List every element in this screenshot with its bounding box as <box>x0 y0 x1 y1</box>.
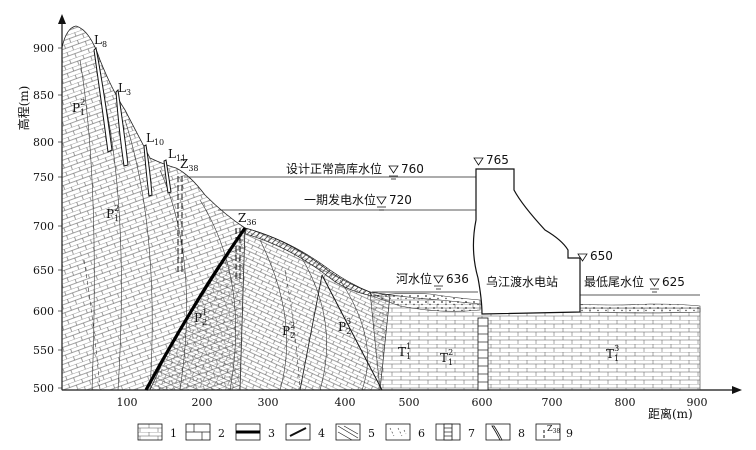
x-tick-100: 100 <box>117 396 138 409</box>
river-alluvium <box>371 293 481 312</box>
y-tick-500: 500 <box>33 382 54 395</box>
phase1-level-text: 一期发电水位 <box>304 192 376 207</box>
y-tick-850: 850 <box>33 89 54 102</box>
stratum-label: P23 <box>338 317 351 336</box>
borehole-label-z36: Z36 <box>238 211 257 227</box>
karst-cave-l10 <box>143 144 153 197</box>
y-axis-label: 高程(m) <box>16 86 31 131</box>
legend-label: 7 <box>468 427 475 440</box>
karst-cave-l11 <box>163 159 172 194</box>
stratum-label: T12 <box>440 348 453 367</box>
boreholes: Z38 Z36 <box>177 157 257 282</box>
stratum-label: P12 <box>72 98 85 117</box>
y-tick-700: 700 <box>33 220 54 233</box>
y-tick-group <box>58 47 62 389</box>
x-tick-500: 500 <box>399 396 420 409</box>
karst-caves: L8 L3 L10 L11 <box>93 33 186 197</box>
tail-level-value: 625 <box>662 275 685 289</box>
grout-curtain <box>477 317 489 391</box>
tail-level-text: 最低尾水位 <box>584 274 644 289</box>
water-level-icon <box>376 196 387 211</box>
stratum-label: P12 <box>106 204 119 223</box>
legend-label: 5 <box>368 427 375 440</box>
karst-label-l8: L8 <box>94 33 107 49</box>
strata-labels: P12 P12 P21 P22 P23 T11 T12 T13 <box>72 98 619 367</box>
karst-label-l11: L11 <box>168 147 186 163</box>
design-level-text: 设计正常高库水位 <box>286 161 382 176</box>
y-tick-900: 900 <box>33 42 54 55</box>
y-tick-550: 550 <box>33 344 54 357</box>
water-level-icon <box>649 278 660 293</box>
x-tick-300: 300 <box>258 396 279 409</box>
dam-step-elev: 650 <box>590 249 613 263</box>
triangle-icon <box>473 157 484 166</box>
stratum-label: T11 <box>398 342 411 361</box>
y-tick-650: 650 <box>33 264 54 277</box>
downstream-alluvium <box>574 303 701 314</box>
legend-z-label: Z38 <box>547 424 560 435</box>
karst-label-l10: L10 <box>146 131 164 147</box>
dam-structure: 乌江渡水电站 765 650 <box>472 153 613 391</box>
y-tick-600: 600 <box>33 305 54 318</box>
river-level-text: 河水位 <box>396 271 432 286</box>
fault-line <box>299 274 323 391</box>
phase1-level-value: 720 <box>389 193 412 207</box>
legend-label: 6 <box>418 427 425 440</box>
legend-label: 3 <box>268 427 275 440</box>
stratum-label: P22 <box>282 321 295 340</box>
water-level-icon <box>433 275 444 290</box>
x-axis: 100 200 300 400 500 600 700 800 900 距离(m… <box>62 386 742 421</box>
fault-line <box>321 274 383 391</box>
x-tick-200: 200 <box>192 396 213 409</box>
x-tick-600: 600 <box>472 396 493 409</box>
legend-label: 4 <box>318 427 325 440</box>
karst-label-l3: L3 <box>118 81 131 97</box>
y-tick-800: 800 <box>33 136 54 149</box>
stratum-label: T13 <box>606 344 619 363</box>
borehole-label-z38: Z38 <box>180 157 199 173</box>
karst-cave-l3 <box>115 88 129 167</box>
legend-label: 9 <box>566 427 573 440</box>
stratum-label: P21 <box>194 308 207 327</box>
triangle-icon <box>577 253 588 262</box>
dam-body <box>472 168 581 315</box>
coal-seam <box>144 227 247 391</box>
geology-body <box>61 25 701 391</box>
x-tick-400: 400 <box>335 396 356 409</box>
river-level-value: 636 <box>446 272 469 286</box>
design-level-value: 760 <box>401 162 424 176</box>
x-tick-700: 700 <box>542 396 563 409</box>
legend-label: 8 <box>518 427 525 440</box>
legend: 1 2 3 4 5 6 7 8 Z38 9 <box>137 423 573 441</box>
legend-label: 2 <box>218 427 225 440</box>
x-tick-900: 900 <box>687 396 708 409</box>
water-levels: 设计正常高库水位 760 一期发电水位 720 河水位 636 最低尾水位 62… <box>184 161 700 296</box>
y-axis: 高程(m) 900 850 800 750 700 650 600 550 50… <box>16 14 66 395</box>
x-axis-label: 距离(m) <box>648 406 693 421</box>
water-level-icon <box>388 165 399 180</box>
dam-label: 乌江渡水电站 <box>486 274 558 289</box>
dam-top-elev: 765 <box>486 153 509 167</box>
legend-label: 1 <box>170 427 177 440</box>
karst-cave-l8 <box>93 46 113 153</box>
x-tick-800: 800 <box>615 396 636 409</box>
y-tick-750: 750 <box>33 171 54 184</box>
